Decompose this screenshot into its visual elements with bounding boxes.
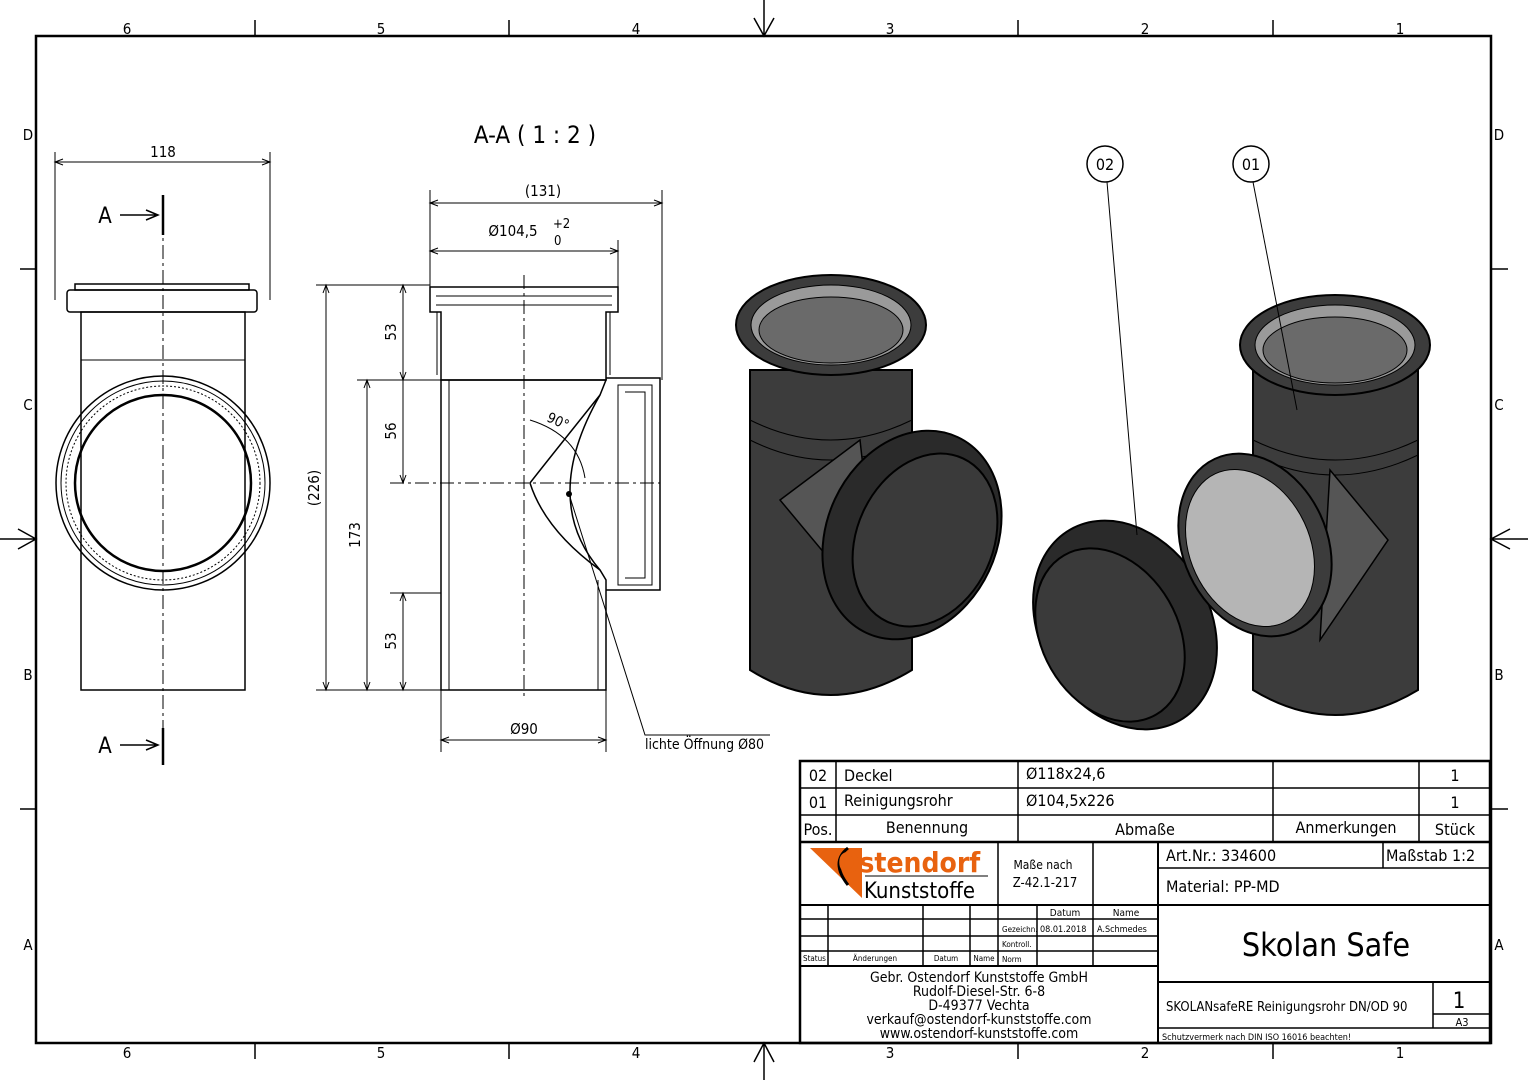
front-view: A A 118 bbox=[53, 143, 272, 765]
company-email: verkauf@ostendorf-kunststoffe.com bbox=[866, 1012, 1091, 1028]
zone-col-1: 1 bbox=[1396, 20, 1405, 38]
zone-row-d: D bbox=[23, 126, 33, 144]
zone-col-3-bottom: 3 bbox=[886, 1044, 895, 1062]
sheet-format: A3 bbox=[1455, 1016, 1468, 1029]
dim-top-53: 53 bbox=[382, 323, 400, 340]
zone-col-2: 2 bbox=[1141, 20, 1150, 38]
isometric-pipe-view bbox=[1177, 294, 1431, 716]
sheet-number: 1 bbox=[1453, 989, 1466, 1014]
section-marker-top: A bbox=[98, 204, 112, 229]
standard-line1: Maße nach bbox=[1013, 858, 1072, 872]
rev-status: Status bbox=[803, 954, 826, 963]
section-marker-bottom: A bbox=[98, 734, 112, 759]
zone-row-c-right: C bbox=[1494, 396, 1503, 414]
drawing-description: SKOLANsafeRE Reinigungsrohr DN/OD 90 bbox=[1166, 1000, 1407, 1015]
company-website: www.ostendorf-kunststoffe.com bbox=[880, 1026, 1079, 1042]
zone-col-4-bottom: 4 bbox=[632, 1044, 641, 1062]
dim-socket-tol-lower: 0 bbox=[554, 234, 561, 249]
part-name: Deckel bbox=[844, 766, 892, 785]
material: Material: PP-MD bbox=[1166, 877, 1280, 896]
drawn-date: 08.01.2018 bbox=[1040, 925, 1086, 935]
zone-row-b: B bbox=[23, 666, 32, 684]
dim-bottom-53: 53 bbox=[382, 632, 400, 649]
col-name: Name bbox=[1113, 908, 1140, 919]
section-view: A-A ( 1 : 2 ) 90° lichte Öffnung Ø80 (13 bbox=[305, 121, 770, 753]
zone-row-d-right: D bbox=[1494, 126, 1504, 144]
zone-row-a-right: A bbox=[1494, 936, 1504, 954]
rev-name: Name bbox=[973, 954, 995, 963]
dim-socket-diameter: Ø104,5 bbox=[488, 222, 537, 240]
part-pos: 01 bbox=[809, 793, 827, 812]
part-qty: 1 bbox=[1450, 766, 1459, 785]
zone-col-2-bottom: 2 bbox=[1141, 1044, 1150, 1062]
svg-text:Ostendorf: Ostendorf bbox=[838, 846, 981, 879]
checked-label: Kontroll. bbox=[1002, 940, 1032, 949]
norm-label: Norm bbox=[1002, 955, 1022, 964]
zone-col-6: 6 bbox=[123, 20, 132, 38]
company-logo: Ostendorf Kunststoffe bbox=[810, 846, 988, 904]
balloon-01: 01 bbox=[1242, 155, 1260, 174]
zone-row-c: C bbox=[23, 396, 32, 414]
dim-mid-56: 56 bbox=[382, 422, 400, 439]
zone-col-5-bottom: 5 bbox=[377, 1044, 386, 1062]
company-name: Gebr. Ostendorf Kunststoffe GmbH bbox=[870, 970, 1088, 986]
balloon-02: 02 bbox=[1096, 155, 1114, 174]
dim-width-118: 118 bbox=[150, 143, 176, 161]
rev-changes: Änderungen bbox=[853, 953, 897, 963]
company-street: Rudolf-Diesel-Str. 6-8 bbox=[913, 984, 1045, 1000]
header-dims: Abmaße bbox=[1115, 820, 1175, 839]
protection-note: Schutzvermerk nach DIN ISO 16016 beachte… bbox=[1162, 1033, 1351, 1043]
isometric-cap-view bbox=[1032, 519, 1218, 731]
zone-row-a: A bbox=[23, 936, 33, 954]
zone-col-1-bottom: 1 bbox=[1396, 1044, 1405, 1062]
part-dims: Ø118x24,6 bbox=[1026, 764, 1105, 783]
dim-socket-tol-upper: +2 bbox=[553, 217, 570, 232]
header-name: Benennung bbox=[886, 818, 968, 837]
product-title: Skolan Safe bbox=[1242, 926, 1410, 964]
standard-line2: Z-42.1-217 bbox=[1013, 876, 1078, 891]
dim-173: 173 bbox=[346, 522, 364, 548]
dim-pipe-diameter: Ø90 bbox=[510, 720, 538, 738]
company-city: D-49377 Vechta bbox=[928, 998, 1029, 1014]
header-qty: Stück bbox=[1435, 820, 1476, 839]
part-pos: 02 bbox=[809, 766, 827, 785]
svg-text:Kunststoffe: Kunststoffe bbox=[864, 879, 975, 904]
col-date: Datum bbox=[1050, 908, 1080, 919]
zone-row-b-right: B bbox=[1494, 666, 1503, 684]
zone-col-6-bottom: 6 bbox=[123, 1044, 132, 1062]
part-name: Reinigungsrohr bbox=[844, 791, 953, 810]
isometric-assembled-view bbox=[735, 274, 1003, 696]
article-number: Art.Nr.: 334600 bbox=[1166, 846, 1276, 865]
drawn-name: A.Schmedes bbox=[1097, 925, 1147, 935]
dim-overall-width: (131) bbox=[525, 182, 561, 200]
zone-col-3: 3 bbox=[886, 20, 895, 38]
rev-date: Datum bbox=[934, 954, 958, 963]
parts-list: 02 Deckel Ø118x24,6 1 01 Reinigungsrohr … bbox=[798, 759, 1492, 1045]
section-title: A-A ( 1 : 2 ) bbox=[474, 121, 596, 149]
part-qty: 1 bbox=[1450, 793, 1459, 812]
scale: Maßstab 1:2 bbox=[1386, 846, 1475, 865]
angle-90: 90° bbox=[544, 410, 571, 434]
drawn-label: Gezeichn. bbox=[1002, 925, 1038, 934]
header-notes: Anmerkungen bbox=[1296, 818, 1397, 837]
title-block: Ostendorf Kunststoffe Maße nach Z-42.1-2… bbox=[800, 842, 1490, 1043]
dim-total-height: (226) bbox=[305, 470, 323, 506]
balloons: 02 01 bbox=[1086, 145, 1298, 536]
part-dims: Ø104,5x226 bbox=[1026, 791, 1115, 810]
opening-note: lichte Öffnung Ø80 bbox=[645, 735, 764, 753]
header-pos: Pos. bbox=[804, 820, 833, 839]
zone-col-4: 4 bbox=[632, 20, 641, 38]
zone-col-5: 5 bbox=[377, 20, 386, 38]
